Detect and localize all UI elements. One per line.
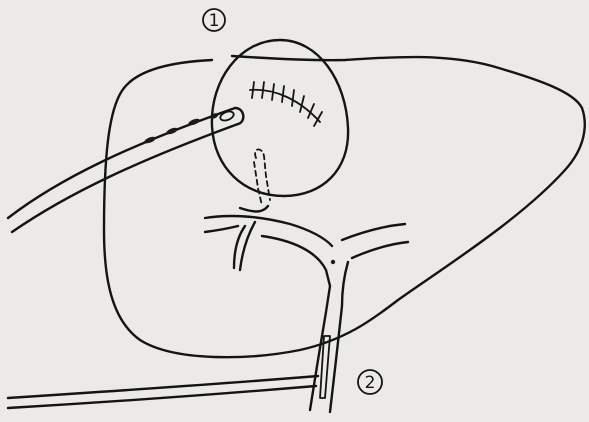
t-tube-exit-lower [8,386,316,408]
left-hepatic-duct-upper [205,216,332,246]
right-hepatic-duct-upper [342,224,405,240]
drain-tube-1-upper [8,108,235,218]
drain-tube-1-lower [12,124,238,232]
t-tube-exit-upper [8,376,318,398]
cystic-junction [240,206,268,212]
drain-tube-1-tip [235,108,243,124]
common-duct-right [330,262,348,412]
marker-1-label: 1 [209,11,220,31]
right-hepatic-duct-lower [352,242,408,258]
marker-2-label: 2 [365,373,376,393]
suture-line [250,90,320,122]
segment-branch-left [234,226,245,268]
suture-stitches [252,82,322,126]
left-hepatic-duct-lower [205,226,238,232]
cystic-duct-remnant-2 [254,162,262,206]
common-duct-left [262,236,330,410]
bifurcation-dot [331,260,335,264]
